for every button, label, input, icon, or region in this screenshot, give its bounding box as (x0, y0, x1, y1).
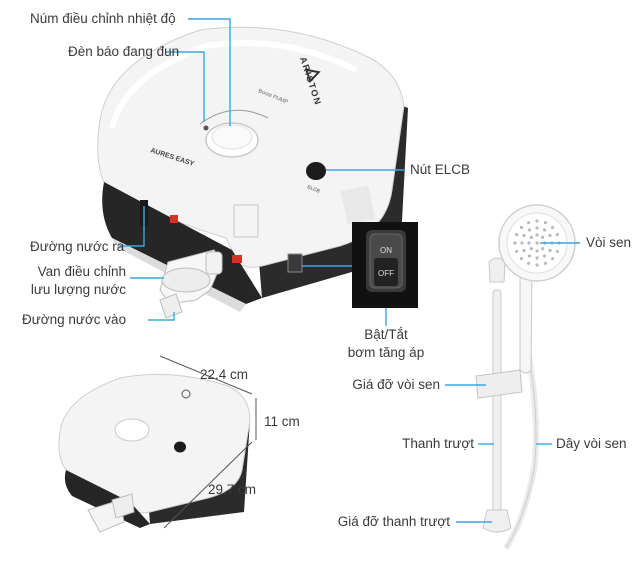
shower-nozzle (541, 235, 545, 239)
shower-nozzle (535, 219, 539, 223)
shower-nozzle (527, 241, 531, 245)
shower-nozzle (542, 228, 547, 232)
shower-nozzle (522, 233, 526, 238)
callout-pump-switch-line1: Bật/Tắt (364, 327, 408, 342)
switch-on-label: ON (380, 246, 392, 255)
shower-nozzle (519, 225, 524, 230)
callout-temperature-knob: Núm điều chỉnh nhiệt độ (30, 11, 176, 26)
shower-nozzle (550, 225, 555, 230)
shower-nozzle (543, 221, 548, 225)
shower-nozzle (535, 263, 539, 267)
callout-heating-indicator: Đèn báo đang đun (68, 44, 180, 59)
shower-nozzle (529, 247, 533, 251)
shower-nozzle (535, 226, 539, 230)
shower-nozzle (543, 261, 548, 265)
shower-nozzle (548, 233, 552, 238)
shower-nozzle (529, 235, 533, 239)
shower-nozzle (535, 249, 539, 253)
shower-nozzle (527, 228, 532, 232)
shower-nozzle (527, 254, 532, 258)
callout-water-outlet: Đường nước ra (30, 239, 125, 254)
callout-pump-switch-line2: bơm tăng áp (347, 345, 425, 360)
callout-flow-valve-line2: lưu lượng nước (30, 282, 126, 297)
callout-shower-holder: Giá đỡ vòi sen (352, 377, 440, 392)
shower-nozzle (541, 247, 545, 251)
shower-nozzle (522, 248, 526, 253)
callout-slide-bar: Thanh trượt (402, 436, 474, 451)
shower-nozzle (526, 261, 531, 265)
dimension-lines (159, 355, 257, 529)
callout-elcb-button: Nút ELCB (410, 162, 471, 177)
shower-nozzle (520, 241, 524, 245)
callout-bar-holder: Giá đỡ thanh trượt (337, 514, 450, 529)
callout-flow-valve-line1: Van điều chỉnh (37, 264, 126, 279)
shower-nozzle (515, 232, 519, 237)
shower-nozzle (519, 256, 524, 261)
brand-logo-icon (304, 68, 321, 84)
switch-off-label: OFF (378, 269, 394, 278)
shower-nozzle (535, 241, 539, 245)
callout-shower-hose: Dây vòi sen (556, 436, 627, 451)
dimension-width: 22.4 cm (200, 367, 249, 382)
water-heater-small (58, 373, 251, 533)
shower-nozzle (548, 248, 552, 253)
pump-switch-zoom (352, 222, 418, 308)
shower-set (475, 204, 576, 550)
callout-shower-head: Vòi sen (586, 235, 632, 250)
dimension-height: 29.7 cm (208, 482, 257, 497)
shower-nozzle (555, 249, 559, 254)
callout-water-inlet: Đường nước vào (22, 312, 127, 327)
shower-nozzle (550, 256, 555, 261)
callout-leader-lines (120, 18, 580, 523)
shower-nozzle (555, 232, 559, 237)
shower-nozzle (526, 221, 531, 225)
shower-nozzle (513, 241, 517, 245)
shower-nozzle (535, 233, 539, 237)
shower-nozzle (535, 256, 539, 260)
heater-elcb-text: ELCB (306, 184, 321, 195)
dimension-depth: 11 cm (264, 414, 300, 429)
shower-nozzle (515, 249, 519, 254)
shower-nozzle (542, 254, 547, 258)
